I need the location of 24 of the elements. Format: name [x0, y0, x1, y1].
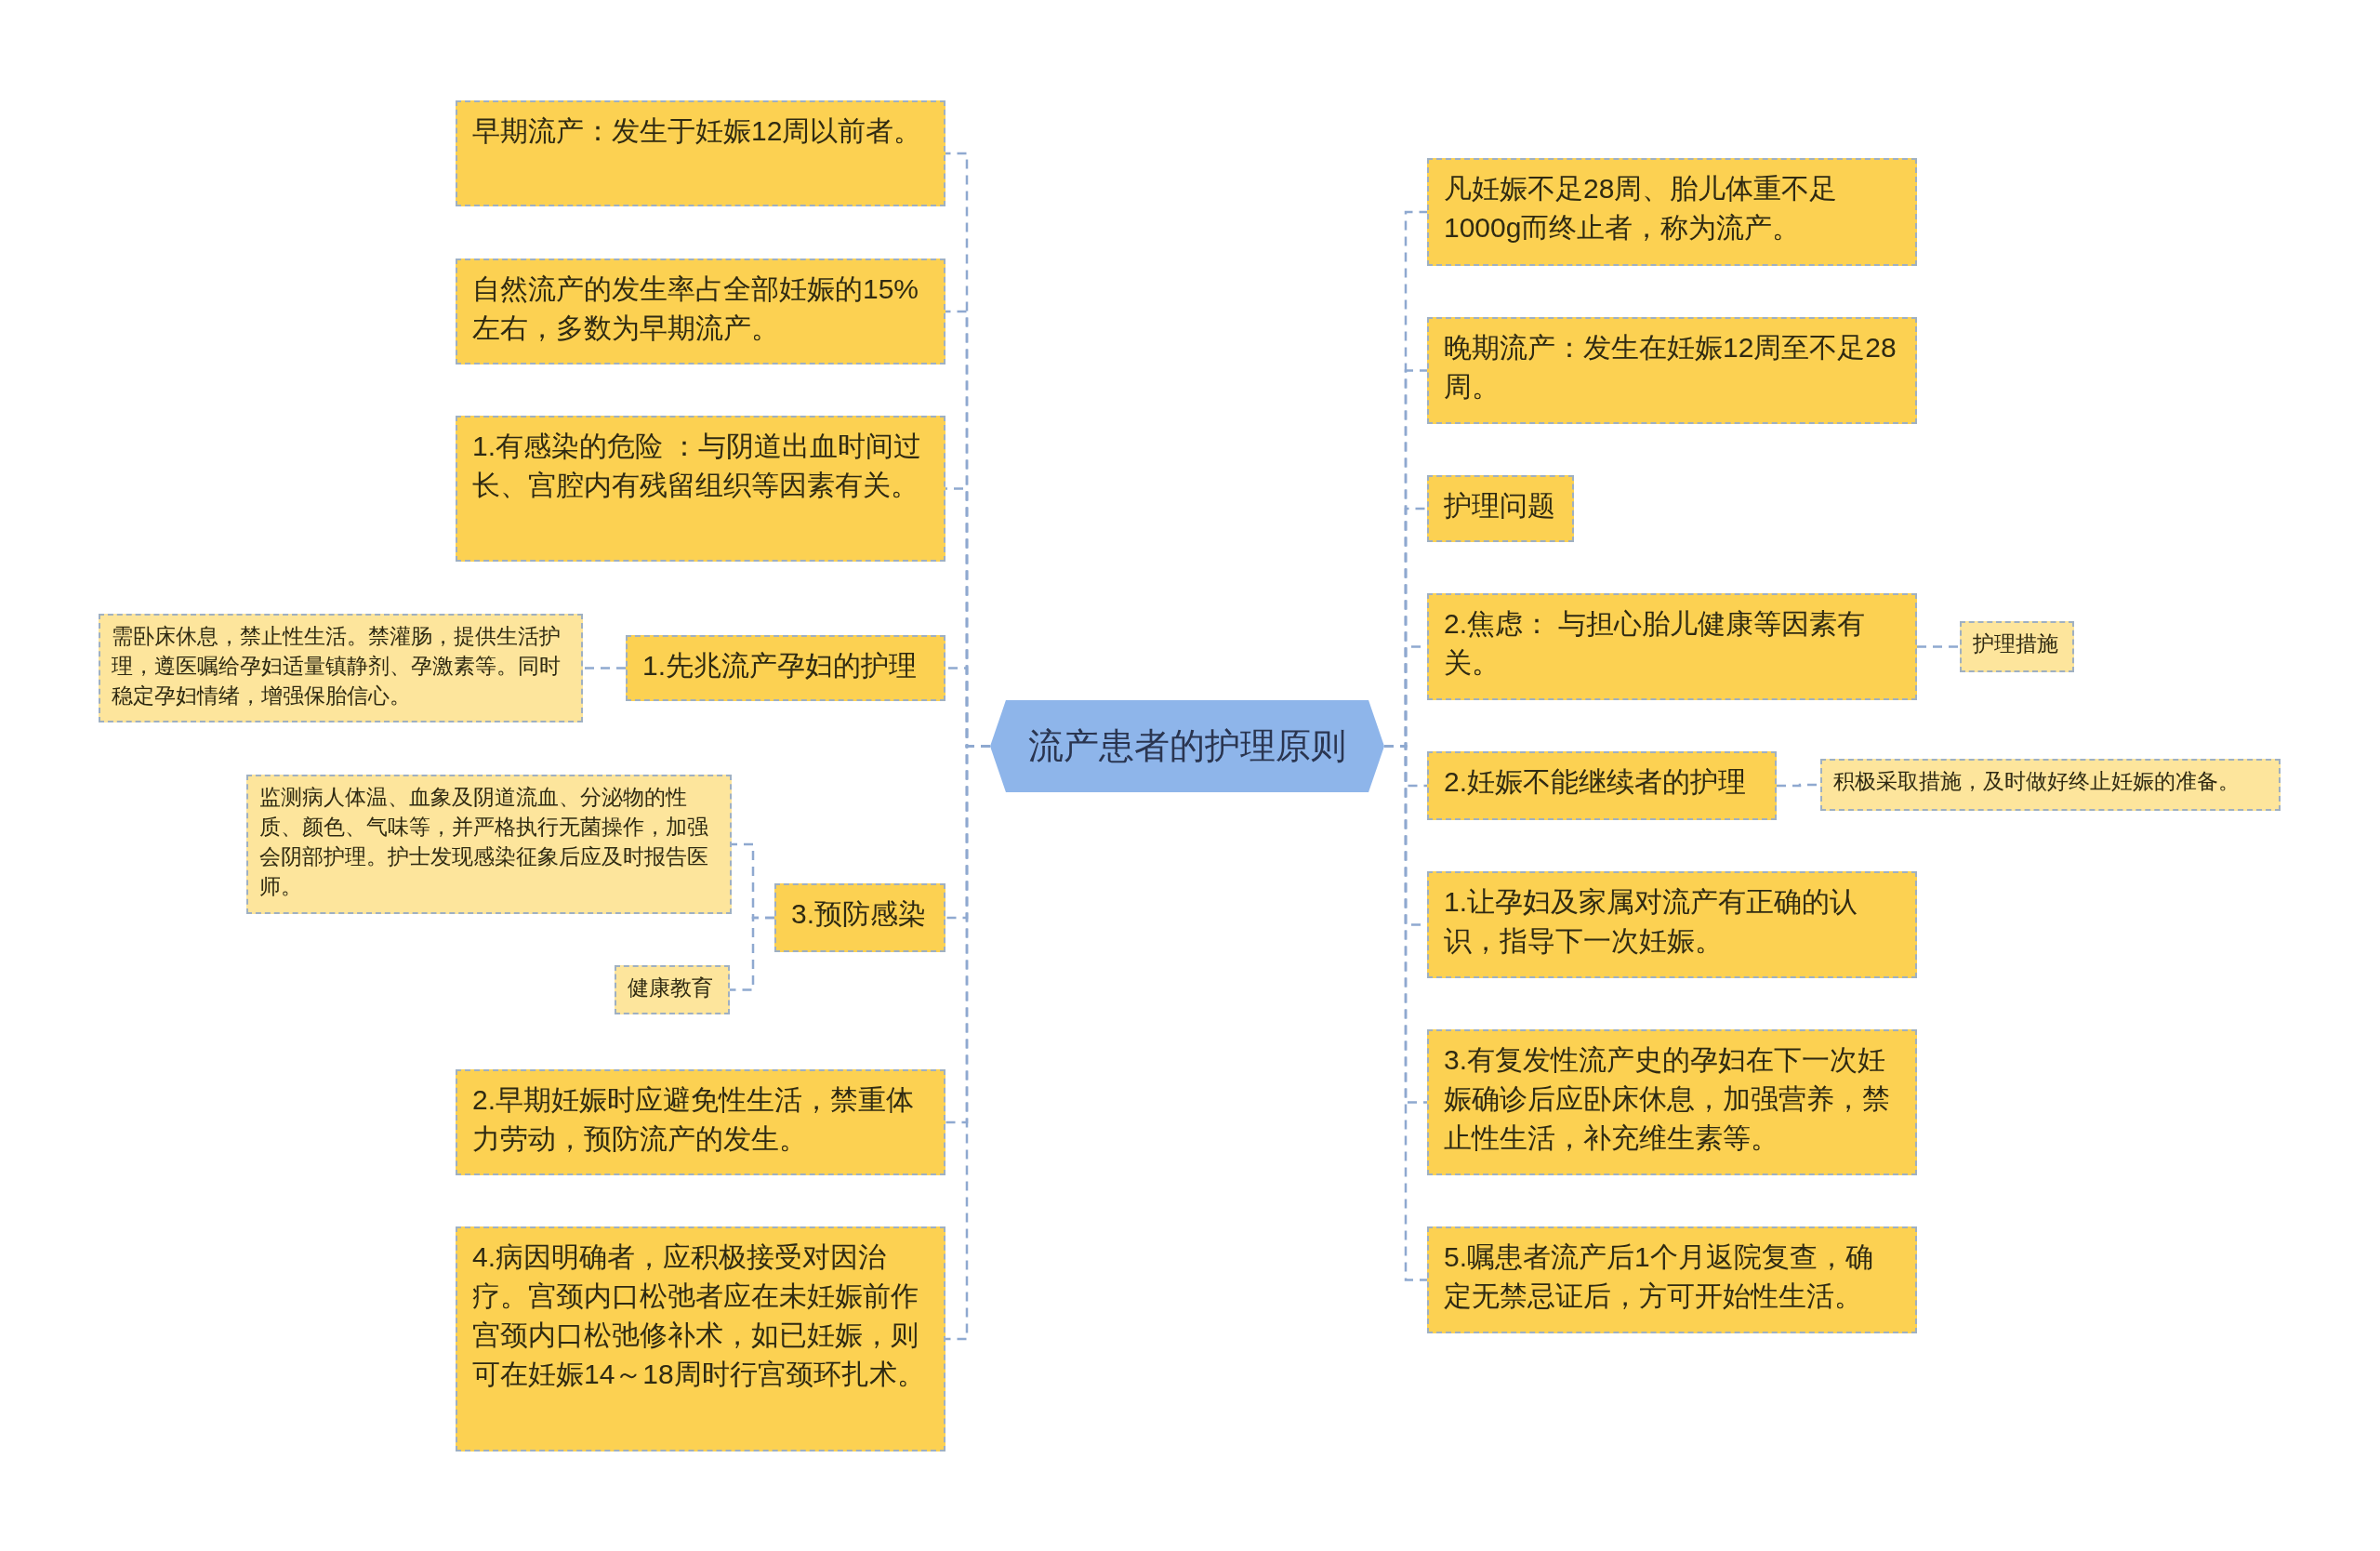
topic-box: 1.有感染的危险 ：与阴道出血时间过长、宫腔内有残留组织等因素有关。	[456, 416, 945, 562]
note-box: 监测病人体温、血象及阴道流血、分泌物的性质、颜色、气味等，并严格执行无菌操作，加强会阴部护理。护士发现感染征象后应及时报告医师。	[246, 775, 732, 914]
note-box: 需卧床休息，禁止性生活。禁灌肠，提供生活护理，遵医嘱给孕妇适量镇静剂、孕激素等。同时稳定孕妇情绪，增强保胎信心。	[99, 614, 583, 722]
connector-line	[583, 667, 626, 669]
central-topic: 流产患者的护理原则	[990, 700, 1384, 792]
topic-box: 3.有复发性流产史的孕妇在下一次妊娠确诊后应卧床休息，加强营养，禁止性生活，补充维生素等。	[1427, 1029, 1917, 1175]
topic-box: 凡妊娠不足28周、胎儿体重不足1000g而终止者，称为流产。	[1427, 158, 1917, 266]
topic-box: 2.焦虑： 与担心胎儿健康等因素有关。	[1427, 593, 1917, 700]
topic-box: 1.先兆流产孕妇的护理	[626, 635, 945, 701]
topic-box: 5.嘱患者流产后1个月返院复查，确定无禁忌证后，方可开始性生活。	[1427, 1226, 1917, 1333]
topic-box: 护理问题	[1427, 475, 1574, 542]
note-box: 护理措施	[1960, 621, 2074, 672]
topic-box: 2.妊娠不能继续者的护理	[1427, 751, 1777, 820]
topic-box: 1.让孕妇及家属对流产有正确的认识，指导下一次妊娠。	[1427, 871, 1917, 978]
topic-box: 4.病因明确者，应积极接受对因治疗。宫颈内口松弛者应在未妊娠前作宫颈内口松弛修补术，如已妊娠，则可在妊娠14～18周时行宫颈环扎术。	[456, 1226, 945, 1452]
topic-box: 2.早期妊娠时应避免性生活，禁重体力劳动，预防流产的发生。	[456, 1069, 945, 1175]
note-box: 健康教育	[615, 965, 730, 1014]
connector-line	[1917, 645, 1960, 648]
topic-box: 3.预防感染	[774, 883, 945, 952]
note-box: 积极采取措施，及时做好终止妊娠的准备。	[1820, 759, 2281, 811]
topic-box: 晚期流产：发生在妊娠12周至不足28周。	[1427, 317, 1917, 424]
connector-line	[730, 916, 774, 991]
topic-box: 早期流产：发生于妊娠12周以前者。	[456, 100, 945, 206]
topic-box: 自然流产的发生率占全部妊娠的15%左右，多数为早期流产。	[456, 258, 945, 365]
